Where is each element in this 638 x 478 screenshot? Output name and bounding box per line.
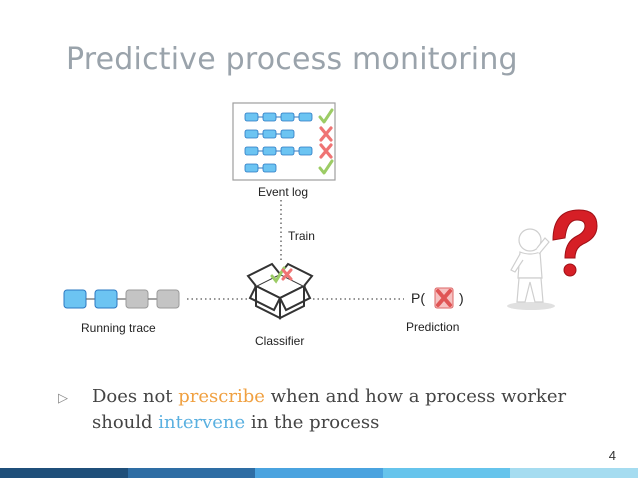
bullet-text-part: in the process [245, 412, 380, 433]
check-icon [270, 266, 286, 284]
bullet-text-part: Does not [92, 386, 179, 407]
event-log-label: Event log [258, 185, 309, 199]
running-trace-box [156, 289, 180, 309]
train-label: Train [288, 229, 315, 243]
bottom-accent-bar [0, 468, 638, 478]
cross-icon [281, 268, 293, 281]
event-box [262, 112, 277, 122]
prediction-label: Prediction [406, 320, 460, 334]
open-box-icon [246, 262, 314, 320]
event-box [298, 112, 313, 122]
event-box [244, 129, 259, 139]
bullet-point: ▷ Does not prescribe when and how a proc… [58, 384, 598, 436]
keyword-intervene: intervene [158, 412, 246, 433]
event-box [262, 146, 277, 156]
running-trace-box [94, 289, 118, 309]
event-box [262, 129, 277, 139]
event-box [280, 146, 295, 156]
event-box [298, 146, 313, 156]
bullet-text-part: when and how a process worker should [92, 386, 567, 433]
event-log-traces [244, 108, 334, 175]
cross-icon [434, 287, 454, 309]
accent-bar-segment [255, 468, 383, 478]
accent-bar-segment [0, 468, 128, 478]
check-icon [318, 108, 334, 124]
event-box [280, 112, 295, 122]
running-trace-box [125, 289, 149, 309]
event-log-trace [244, 143, 333, 159]
check-icon [318, 159, 334, 175]
question-person-icon [507, 209, 598, 310]
classifier-label: Classifier [255, 334, 305, 348]
slide-title: Predictive process monitoring [66, 42, 518, 77]
event-log-trace [244, 126, 333, 142]
prediction-suffix: ) [459, 290, 464, 306]
event-box [262, 163, 277, 173]
keyword-prescribe: prescribe [178, 386, 265, 407]
running-trace-box [63, 289, 87, 309]
cross-icon [319, 143, 333, 159]
accent-bar-segment [510, 468, 638, 478]
accent-bar-segment [382, 468, 511, 478]
cross-icon [319, 126, 333, 142]
running-trace-label: Running trace [81, 321, 156, 335]
event-log-trace [244, 159, 334, 175]
event-log-trace [244, 108, 334, 124]
running-trace-sequence [63, 289, 180, 309]
event-box [244, 112, 259, 122]
accent-bar-segment [127, 468, 256, 478]
page-number: 4 [608, 448, 616, 463]
event-box [244, 163, 259, 173]
prediction-prefix: P( [411, 290, 425, 306]
event-box [244, 146, 259, 156]
event-box [280, 129, 295, 139]
bullet-marker-icon: ▷ [58, 391, 68, 406]
bullet-text: Does not prescribe when and how a proces… [92, 384, 598, 436]
